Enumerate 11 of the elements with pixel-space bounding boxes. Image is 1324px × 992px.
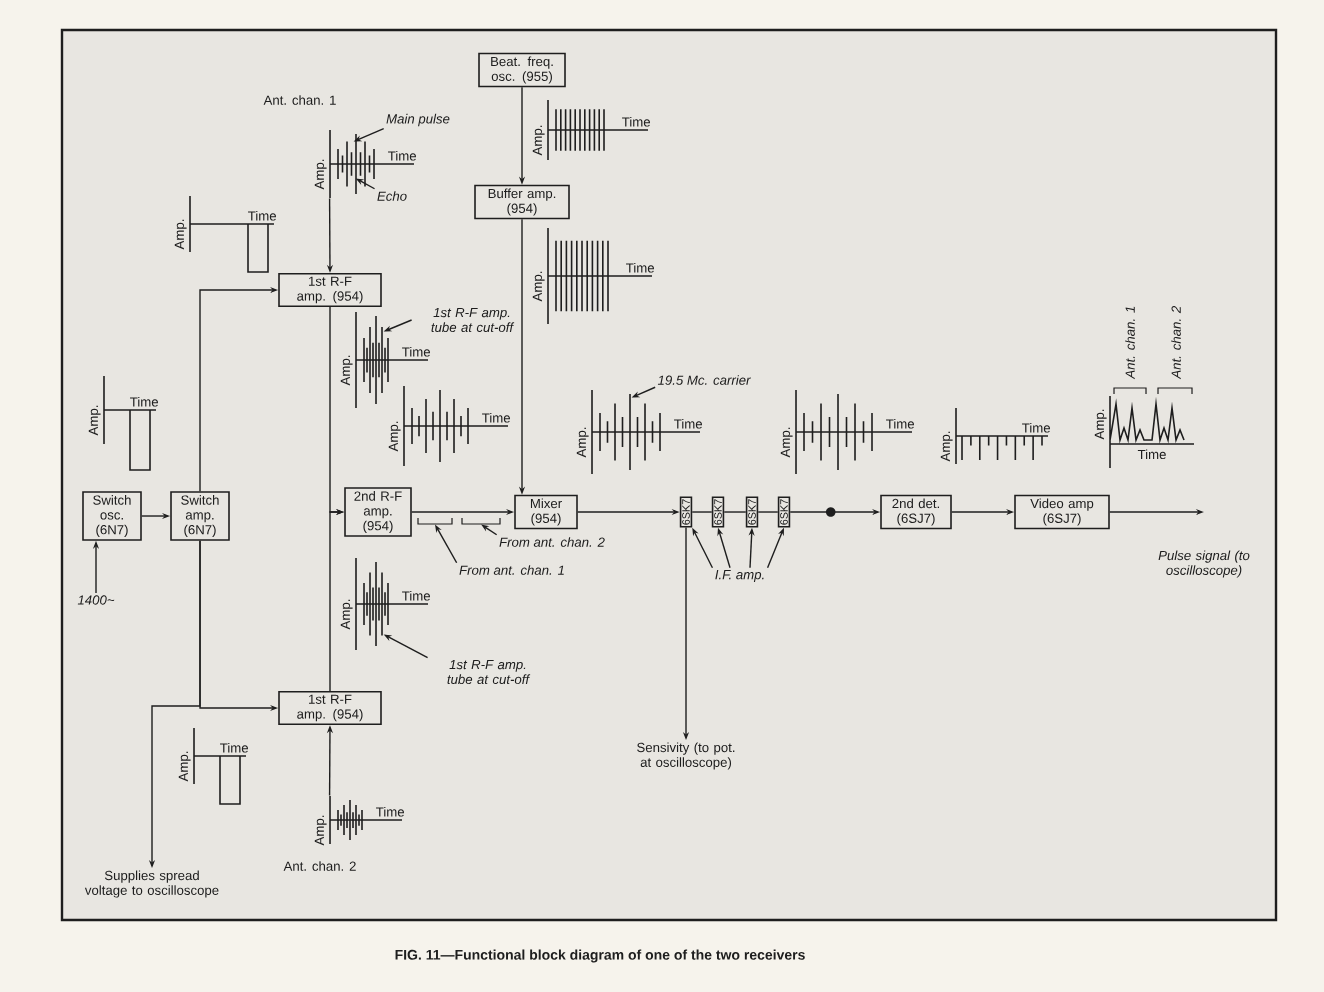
waveform-drawing xyxy=(329,129,415,199)
waveform-drawing xyxy=(355,557,429,651)
leader-line xyxy=(481,524,498,536)
connector-line xyxy=(723,511,747,513)
waveform-drawing xyxy=(591,389,701,475)
bracket-drawing xyxy=(461,517,501,525)
connector-line xyxy=(757,511,779,513)
connector-line xyxy=(691,511,713,513)
waveform-drawing xyxy=(329,795,403,845)
waveform-drawing xyxy=(355,311,429,409)
bracket-drawing xyxy=(417,517,453,525)
